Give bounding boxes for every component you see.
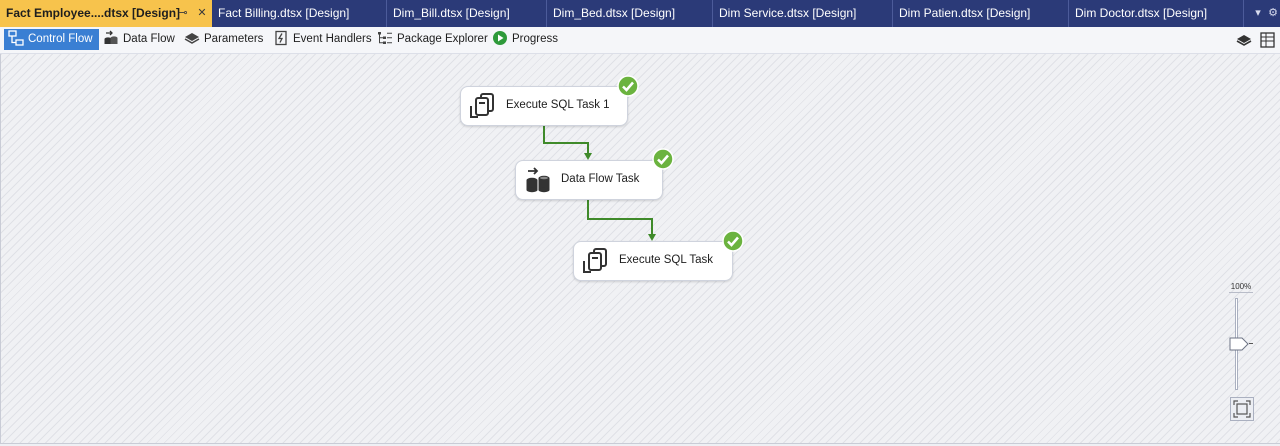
tab-control-flow[interactable]: Control Flow <box>4 29 99 50</box>
tab-dim-service[interactable]: Dim Service.dtsx [Design] <box>713 0 893 27</box>
tab-data-flow[interactable]: Data Flow <box>99 29 179 50</box>
success-check-icon <box>652 148 674 170</box>
toolbox-icon[interactable] <box>1235 31 1253 49</box>
zoom-to-fit-button[interactable] <box>1230 397 1254 421</box>
fit-to-window-icon <box>1233 400 1251 418</box>
zoom-default-tick <box>1249 343 1253 344</box>
progress-icon <box>493 31 507 45</box>
tab-label: Dim Service.dtsx [Design] <box>719 6 857 20</box>
close-icon[interactable]: ✕ <box>197 7 207 19</box>
tab-dim-doctor[interactable]: Dim Doctor.dtsx [Design] <box>1069 0 1244 27</box>
parameters-icon <box>184 33 200 44</box>
tab-label: Package Explorer <box>397 33 488 45</box>
tab-label: Event Handlers <box>293 33 372 45</box>
success-check-icon <box>722 230 744 252</box>
variables-grid-icon[interactable] <box>1258 31 1276 49</box>
control-flow-icon <box>8 30 24 46</box>
execute-sql-task-icon <box>470 93 494 118</box>
data-flow-icon <box>104 30 118 44</box>
tab-progress[interactable]: Progress <box>488 29 560 50</box>
tab-dim-bed[interactable]: Dim_Bed.dtsx [Design] <box>547 0 713 27</box>
task-label: Execute SQL Task <box>619 254 713 266</box>
precedence-constraints <box>543 126 656 241</box>
tab-fact-billing[interactable]: Fact Billing.dtsx [Design] <box>212 0 387 27</box>
tab-list-dropdown-icon[interactable]: ▾ <box>1255 7 1261 19</box>
tab-label: Dim_Bill.dtsx [Design] <box>393 6 510 20</box>
tab-dim-patien[interactable]: Dim Patien.dtsx [Design] <box>893 0 1069 27</box>
tab-label: Dim Doctor.dtsx [Design] <box>1075 6 1208 20</box>
precedence-constraint-2[interactable] <box>587 200 656 241</box>
tab-dim-bill[interactable]: Dim_Bill.dtsx [Design] <box>387 0 547 27</box>
tab-label: Progress <box>512 33 559 45</box>
data-flow-task-icon <box>526 167 550 193</box>
task-execute-sql-1[interactable]: Execute SQL Task 1 <box>460 86 628 126</box>
task-data-flow[interactable]: Data Flow Task <box>515 160 663 200</box>
pin-icon[interactable]: ⊸ <box>178 7 188 19</box>
precedence-constraint-1[interactable] <box>543 126 592 160</box>
tab-label: Data Flow <box>123 33 175 45</box>
tab-event-handlers[interactable]: Event Handlers <box>269 29 372 50</box>
designer-toolbar: Control Flow Data Flow Parameters Event … <box>0 27 1280 54</box>
tab-label: Dim_Bed.dtsx [Design] <box>553 6 676 20</box>
package-explorer-icon <box>378 32 392 44</box>
task-execute-sql[interactable]: Execute SQL Task <box>573 241 733 281</box>
zoom-slider-thumb[interactable] <box>1229 337 1249 351</box>
success-check-icon <box>617 75 639 97</box>
zoom-level-label: 100% <box>1230 282 1252 291</box>
tab-label: Fact Billing.dtsx [Design] <box>218 6 350 20</box>
document-tab-strip: Fact Employee....dtsx [Design] ⊸ ✕ Fact … <box>0 0 1280 28</box>
event-handlers-icon <box>275 30 287 46</box>
control-flow-design-surface[interactable]: Execute SQL Task 1 Data Flow Task Ex <box>0 54 1280 444</box>
settings-icon[interactable]: ⚙ <box>1268 7 1278 19</box>
tab-fact-employee[interactable]: Fact Employee....dtsx [Design] ⊸ ✕ <box>0 0 212 27</box>
tab-label: Control Flow <box>28 33 93 45</box>
task-label: Data Flow Task <box>561 173 640 185</box>
execute-sql-task-icon <box>583 248 607 273</box>
zoom-divider <box>1229 292 1253 293</box>
tab-label: Fact Employee....dtsx [Design] <box>6 6 181 20</box>
tab-label: Parameters <box>204 33 264 45</box>
tab-parameters[interactable]: Parameters <box>180 29 266 50</box>
tab-package-explorer[interactable]: Package Explorer <box>373 29 488 50</box>
tab-label: Dim Patien.dtsx [Design] <box>899 6 1031 20</box>
task-label: Execute SQL Task 1 <box>506 99 610 111</box>
